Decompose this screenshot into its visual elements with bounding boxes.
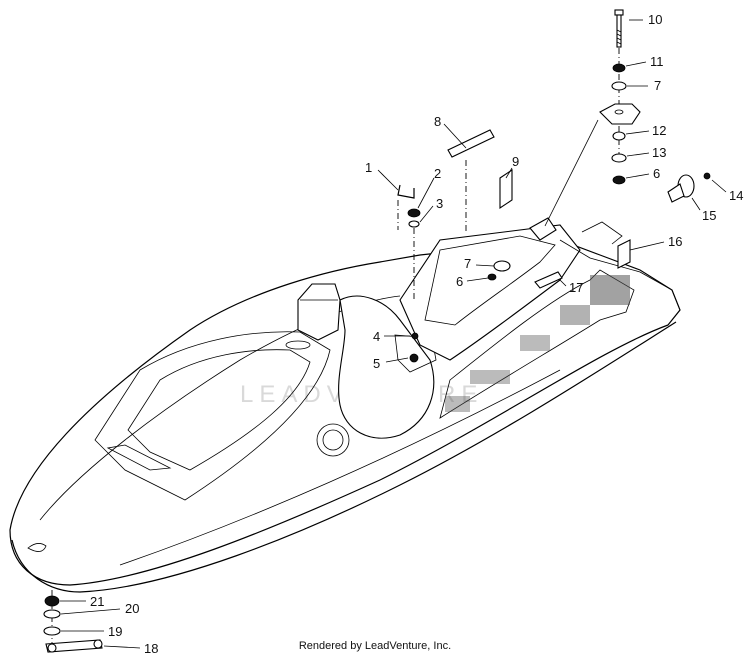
callout-3: 3	[436, 196, 443, 211]
part-7-washer-top	[611, 81, 627, 91]
part-14-screw	[703, 172, 711, 180]
callout-15: 15	[702, 208, 716, 223]
part-12-spacer	[612, 131, 626, 141]
callout-8: 8	[434, 114, 441, 129]
part-16-decal	[617, 239, 631, 269]
part-7-washer-center	[493, 260, 511, 272]
callout-2: 2	[434, 166, 441, 181]
callout-9: 9	[512, 154, 519, 169]
leader-lines	[60, 19, 727, 649]
part-15-fitting	[667, 174, 695, 203]
callout-21: 21	[90, 594, 104, 609]
callout-7-top: 7	[654, 78, 661, 93]
callout-19: 19	[108, 624, 122, 639]
callout-14: 14	[729, 188, 743, 203]
part-8-strip	[447, 129, 495, 158]
part-13-washer	[611, 153, 627, 163]
part-21-nut	[44, 595, 60, 607]
callout-10: 10	[648, 12, 662, 27]
part-6-nut-center	[487, 273, 497, 281]
callout-18: 18	[144, 641, 158, 656]
callout-12: 12	[652, 123, 666, 138]
foot-mat-texture	[445, 275, 630, 412]
callout-5: 5	[373, 356, 380, 371]
callout-17: 17	[569, 280, 583, 295]
part-17-pad	[534, 271, 563, 289]
part-10-bolt	[614, 9, 624, 48]
part-4-screw	[411, 332, 419, 340]
hull-body	[9, 224, 681, 593]
callout-20: 20	[125, 601, 139, 616]
part-5-grommet	[409, 353, 419, 363]
callout-16: 16	[668, 234, 682, 249]
callout-11: 11	[650, 54, 664, 69]
part-6-nut-right	[612, 175, 626, 185]
callout-7-center: 7	[464, 256, 471, 271]
callout-6-right: 6	[653, 166, 660, 181]
part-3-washer	[408, 220, 420, 228]
part-11-nut	[612, 63, 626, 73]
part-18-strap	[45, 639, 103, 653]
footer-credit: Rendered by LeadVenture, Inc.	[298, 640, 452, 652]
part-1-hook	[397, 184, 415, 199]
callout-4: 4	[373, 329, 380, 344]
callout-6-center: 6	[456, 274, 463, 289]
part-2-nut	[407, 208, 421, 218]
part-19-washer	[43, 626, 61, 636]
callout-1: 1	[365, 160, 372, 175]
part-20-washer	[43, 609, 61, 619]
part-9-decal	[499, 168, 513, 210]
callout-13: 13	[652, 145, 666, 160]
